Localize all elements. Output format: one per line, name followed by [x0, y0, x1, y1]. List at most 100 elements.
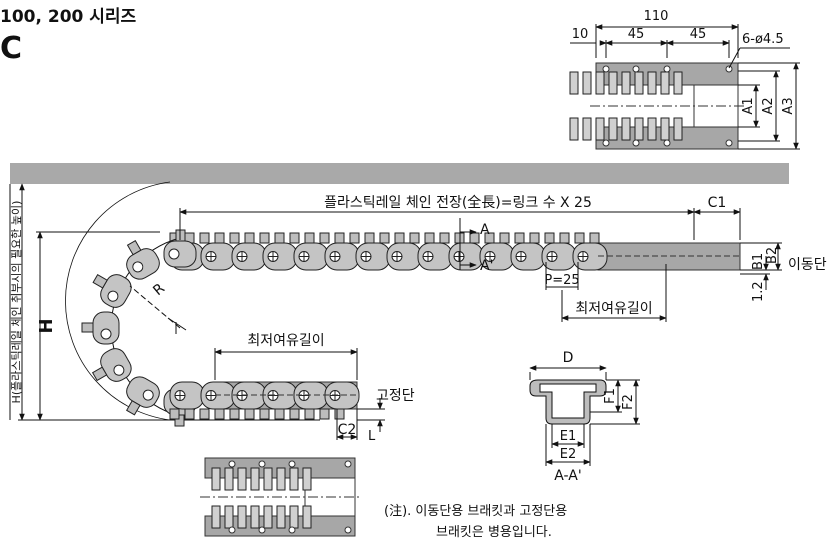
section-marks	[459, 218, 477, 270]
chain-tooth	[244, 408, 255, 420]
chain-tooth	[244, 232, 255, 244]
bend-tooth	[81, 322, 94, 333]
dim-a2: A2	[761, 97, 776, 114]
bend-link	[126, 239, 160, 280]
chain-tooth	[379, 232, 390, 244]
dim-r: R	[150, 280, 168, 299]
dim-10: 10	[572, 27, 589, 42]
bracket-link	[660, 71, 670, 95]
chain-tooth	[319, 232, 330, 244]
bracket-link	[595, 117, 605, 141]
bend-tooth	[92, 273, 108, 289]
dim-110: 110	[644, 9, 669, 24]
dim-a3: A3	[781, 97, 796, 114]
bend-tooth	[125, 400, 141, 416]
chain-tooth	[289, 408, 300, 420]
chain-tooth	[289, 232, 300, 244]
pin-hole	[107, 290, 119, 302]
bracket-link	[250, 467, 260, 491]
chain-tooth	[514, 232, 525, 244]
chain-tooth	[439, 232, 450, 244]
chain-tooth	[214, 232, 225, 244]
bracket-link	[276, 505, 286, 529]
height-note: H(플라스틱레일 체인 취부시의 필요한 높이)	[9, 201, 23, 404]
chain-tooth	[169, 408, 180, 420]
chain-tooth	[499, 232, 510, 244]
chain-tooth	[559, 232, 570, 244]
chain-tooth	[349, 232, 360, 244]
chain-tooth	[589, 232, 600, 244]
bend-link-body	[126, 376, 160, 408]
bracket-link	[621, 117, 631, 141]
pitch-label: P=25	[544, 273, 579, 288]
section-title: A-A'	[554, 468, 581, 484]
dim-c2: C2	[338, 422, 357, 438]
pin-hole	[132, 261, 144, 273]
bracket-link	[634, 117, 644, 141]
bracket-link	[582, 71, 592, 95]
chain-tooth	[274, 408, 285, 420]
chain-tooth	[574, 232, 585, 244]
bracket-links	[569, 71, 683, 141]
bracket-bottom-view	[200, 457, 362, 537]
bracket-link	[302, 467, 312, 491]
bracket-link	[634, 71, 644, 95]
bend-link-body	[100, 348, 132, 382]
chain-tooth	[304, 408, 315, 420]
bracket-link	[211, 505, 221, 529]
chain-length-dimension	[179, 208, 741, 240]
c2-l-dimension	[336, 398, 385, 440]
dim-45-left: 45	[628, 27, 645, 42]
bracket-link	[608, 71, 618, 95]
chain-tooth	[334, 408, 345, 420]
series-title: 100, 200 시리즈	[0, 7, 137, 27]
bracket-link	[289, 467, 299, 491]
bracket-link	[569, 117, 579, 141]
min-slack-top-label: 최저여유길이	[575, 301, 652, 317]
cross-section	[529, 365, 640, 466]
chain-tooth	[409, 232, 420, 244]
chain-length-label: 플라스틱레일 체인 전장(全長)=링크 수 X 25	[324, 194, 592, 211]
dim-hole: 6-ø4.5	[742, 32, 784, 47]
bend-link	[91, 348, 132, 382]
moving-end-label: 이동단	[788, 257, 827, 273]
mounting-surface	[10, 163, 789, 184]
chain-tooth	[469, 232, 480, 244]
chain-lower-run	[169, 381, 360, 420]
chain-tooth	[319, 408, 330, 420]
bracket-link	[276, 467, 286, 491]
bracket-link	[250, 505, 260, 529]
dim-d: D	[563, 350, 574, 366]
bend-tooth	[126, 239, 142, 256]
dim-h: H	[36, 318, 57, 333]
chain-tooth	[259, 232, 270, 244]
chain-tooth	[544, 232, 555, 244]
chain-tooth	[274, 232, 285, 244]
chain-upper-run	[169, 232, 741, 271]
b-dimensions	[740, 242, 782, 290]
pin-hole	[100, 328, 112, 340]
note-line-1: (注). 이동단용 브래킷과 고정단용	[384, 504, 567, 519]
dim-e1: E1	[560, 429, 577, 444]
bend-link	[92, 273, 132, 308]
chain-tooth	[199, 232, 210, 244]
bend-link-body	[100, 274, 132, 308]
bracket-link	[595, 71, 605, 95]
section-a-label: A	[480, 222, 490, 238]
bracket-link	[660, 117, 670, 141]
bend-link	[81, 311, 120, 345]
bracket-link	[673, 117, 683, 141]
bracket-link	[302, 505, 312, 529]
chain-tooth	[394, 232, 405, 244]
bracket-link	[211, 467, 221, 491]
bracket-top-view	[569, 62, 745, 150]
chain-tooth	[229, 232, 240, 244]
bend-tooth	[91, 366, 108, 382]
chain-tooth	[304, 232, 315, 244]
pitch-dimension	[545, 262, 579, 290]
chain-tooth	[334, 232, 345, 244]
bracket-link	[647, 71, 657, 95]
pin-hole	[168, 248, 180, 260]
chain-tooth	[259, 408, 270, 420]
